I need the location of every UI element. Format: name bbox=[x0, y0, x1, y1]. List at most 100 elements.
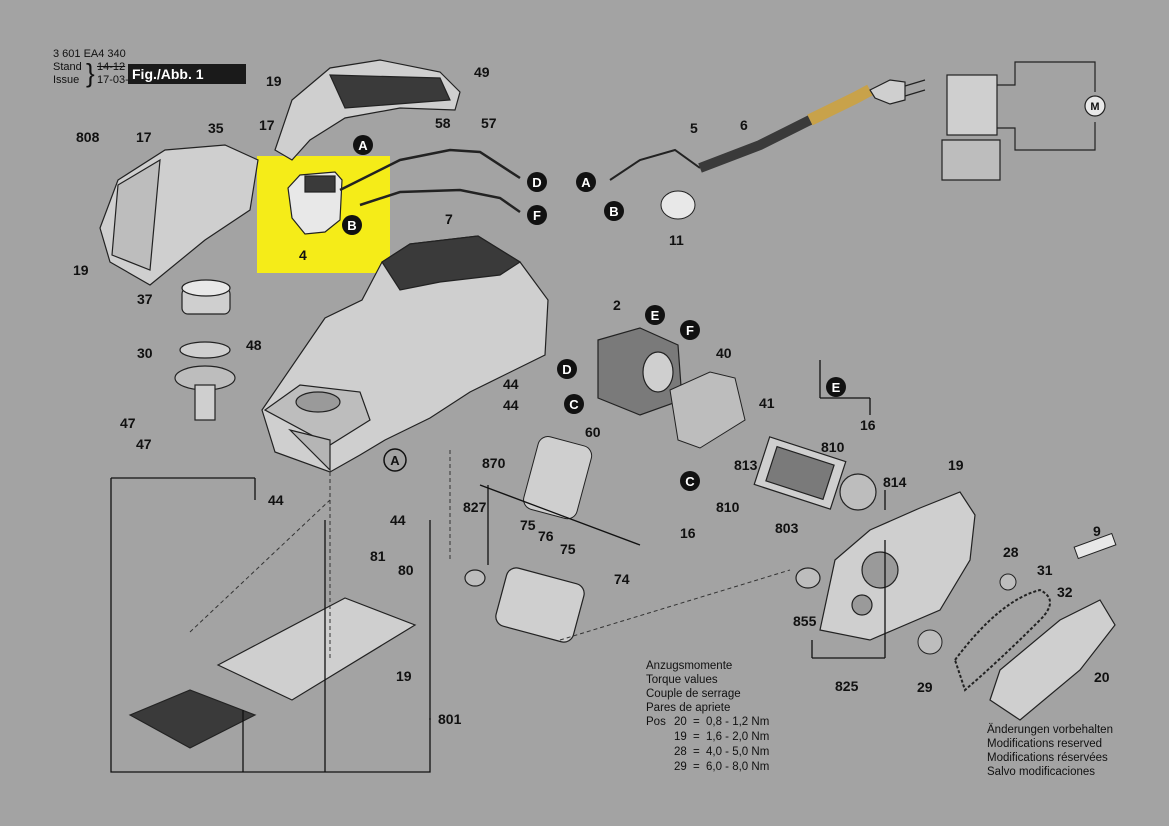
label-76: 76 bbox=[538, 528, 554, 544]
label-32: 32 bbox=[1057, 584, 1073, 600]
label-17: 17 bbox=[259, 117, 275, 133]
label-7: 7 bbox=[445, 211, 453, 227]
callout-circle bbox=[680, 320, 700, 340]
callout-d: D bbox=[562, 362, 571, 377]
callout-b: B bbox=[609, 204, 618, 219]
label-29: 29 bbox=[917, 679, 933, 695]
callout-circle bbox=[557, 359, 577, 379]
switch-part-4 bbox=[287, 171, 343, 235]
armature-803 bbox=[753, 436, 877, 511]
label-9: 9 bbox=[1093, 523, 1101, 539]
torque-eq: = bbox=[693, 731, 700, 743]
label-74: 74 bbox=[614, 571, 630, 587]
motor-symbol: M bbox=[1090, 101, 1099, 113]
label-827: 827 bbox=[463, 499, 487, 515]
modifications-es: Salvo modificaciones bbox=[987, 766, 1096, 778]
belt-cover-32 bbox=[989, 599, 1116, 721]
base-plate-801 bbox=[128, 597, 417, 749]
callout-circle bbox=[527, 172, 547, 192]
depth-adjuster-30 bbox=[174, 341, 236, 421]
power-cord-6 bbox=[609, 79, 926, 181]
modifications-de: Änderungen vorbehalten bbox=[987, 724, 1113, 736]
callout-circle bbox=[342, 215, 362, 235]
label-28: 28 bbox=[1003, 544, 1019, 560]
label-16: 16 bbox=[860, 417, 876, 433]
drive-belt-31 bbox=[953, 588, 1051, 692]
callout-circle bbox=[527, 205, 547, 225]
callout-markers: A B D F A B E F D C E A C bbox=[342, 135, 846, 491]
stand-value: 14-12 bbox=[97, 61, 126, 73]
main-housing bbox=[261, 235, 549, 473]
label-44: 44 bbox=[503, 376, 519, 392]
stator-2 bbox=[597, 327, 683, 416]
callout-a: A bbox=[358, 138, 368, 153]
cord-grommet-11 bbox=[660, 190, 696, 220]
callout-f: F bbox=[686, 323, 694, 338]
document-number: 3 601 EA4 340 bbox=[53, 48, 126, 60]
torque-pos-label: Pos bbox=[646, 716, 666, 728]
label-11: 11 bbox=[669, 232, 684, 248]
torque-eq: = bbox=[693, 746, 700, 758]
dust-chute-60 bbox=[523, 436, 593, 520]
modifications-en: Modifications reserved bbox=[987, 738, 1103, 750]
label-6: 6 bbox=[740, 117, 748, 133]
label-5: 5 bbox=[690, 120, 698, 136]
label-803: 803 bbox=[775, 520, 799, 536]
circuit-schematic bbox=[941, 61, 1106, 181]
label-814: 814 bbox=[883, 474, 907, 490]
label-19: 19 bbox=[948, 457, 964, 473]
label-16: 16 bbox=[680, 525, 696, 541]
callout-circle bbox=[680, 471, 700, 491]
label-870: 870 bbox=[482, 455, 506, 471]
label-49: 49 bbox=[474, 64, 490, 80]
label-810: 810 bbox=[716, 499, 740, 515]
label-44: 44 bbox=[503, 397, 519, 413]
callout-circle bbox=[353, 135, 373, 155]
label-35: 35 bbox=[208, 120, 224, 136]
label-801: 801 bbox=[438, 711, 462, 727]
label-44: 44 bbox=[268, 492, 284, 508]
torque-value: 4,0 - 5,0 Nm bbox=[706, 746, 770, 758]
callout-b: B bbox=[347, 218, 356, 233]
callout-e: E bbox=[832, 380, 841, 395]
label-825: 825 bbox=[835, 678, 859, 694]
gear-housing-825 bbox=[819, 491, 976, 641]
pulley-29 bbox=[917, 629, 943, 655]
callout-a: A bbox=[390, 453, 400, 468]
torque-pos: 28 bbox=[674, 746, 687, 758]
label-75: 75 bbox=[520, 517, 536, 533]
callout-circle bbox=[564, 394, 584, 414]
callout-a: A bbox=[581, 175, 591, 190]
torque-eq: = bbox=[693, 716, 700, 728]
label-855: 855 bbox=[793, 613, 817, 629]
label-20: 20 bbox=[1094, 669, 1110, 685]
label-81: 81 bbox=[370, 548, 386, 564]
torque-title-en: Torque values bbox=[646, 674, 718, 686]
torque-title-es: Pares de apriete bbox=[646, 702, 731, 714]
label-47: 47 bbox=[136, 436, 152, 452]
depth-knob-37 bbox=[181, 279, 231, 315]
label-41: 41 bbox=[759, 395, 775, 411]
label-47: 47 bbox=[120, 415, 136, 431]
label-40: 40 bbox=[716, 345, 732, 361]
callout-c: C bbox=[569, 397, 579, 412]
callout-d: D bbox=[532, 175, 541, 190]
cables-57-58 bbox=[339, 148, 521, 214]
callout-c: C bbox=[685, 474, 695, 489]
fan-baffle-40 bbox=[669, 371, 746, 449]
label-19: 19 bbox=[396, 668, 412, 684]
issue-label: Issue bbox=[53, 74, 80, 86]
label-19: 19 bbox=[266, 73, 282, 89]
label-57: 57 bbox=[481, 115, 497, 131]
callout-circle bbox=[383, 448, 407, 472]
figure-label: Fig./Abb. 1 bbox=[128, 64, 246, 84]
stand-label: Stand bbox=[53, 61, 82, 73]
callout-circle bbox=[826, 377, 846, 397]
label-58: 58 bbox=[435, 115, 451, 131]
label-80: 80 bbox=[398, 562, 414, 578]
torque-pos: 29 bbox=[674, 761, 687, 773]
header-brace: } bbox=[86, 58, 95, 88]
label-813: 813 bbox=[734, 457, 758, 473]
part-number-labels: 49 19 808 17 35 17 58 57 5 6 4 7 11 19 3… bbox=[73, 64, 1110, 727]
